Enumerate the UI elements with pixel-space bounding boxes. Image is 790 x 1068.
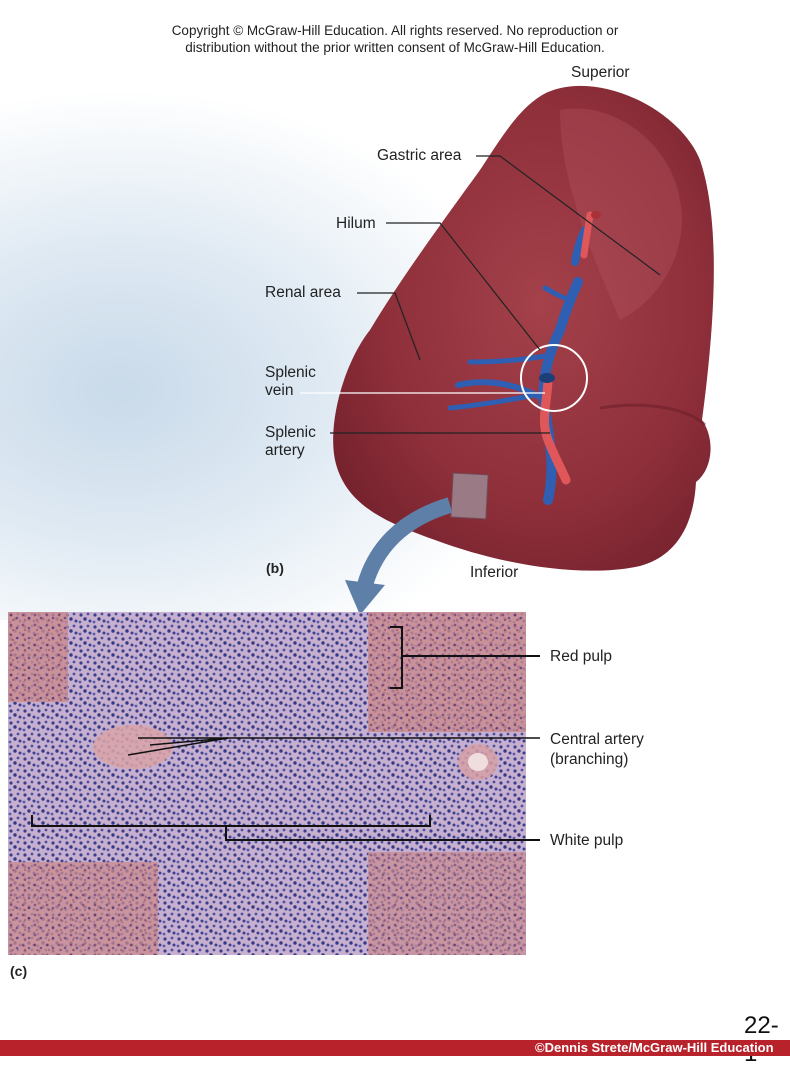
splenic-artery-label: Splenic artery bbox=[265, 424, 316, 460]
red-pulp-bracket bbox=[390, 626, 540, 689]
splenic-vein-label: Splenic vein bbox=[265, 364, 316, 400]
renal-area-label: Renal area bbox=[265, 284, 341, 301]
red-pulp-label: Red pulp bbox=[550, 648, 613, 665]
panel-c-label: (c) bbox=[10, 963, 28, 979]
copyright-notice: Copyright © McGraw-Hill Education. All r… bbox=[0, 22, 790, 56]
central-artery-line-2: (branching) bbox=[550, 751, 629, 768]
splenic-vein-line-2: vein bbox=[265, 382, 294, 399]
gastric-area-label: Gastric area bbox=[377, 147, 462, 164]
splenic-artery bbox=[539, 211, 594, 485]
arrow-head bbox=[345, 580, 385, 615]
copyright-line-1: Copyright © McGraw-Hill Education. All r… bbox=[171, 23, 619, 38]
splenic-vein-line-1: Splenic bbox=[265, 364, 316, 381]
central-artery-label: Central artery (branching) bbox=[550, 730, 644, 770]
curved-arrow bbox=[357, 497, 453, 588]
copyright-line-2: distribution without the prior written c… bbox=[185, 40, 605, 55]
spleen-leader-lines bbox=[300, 155, 661, 434]
splenic-artery-line-1: Splenic bbox=[265, 424, 316, 441]
hilum-circle bbox=[520, 344, 588, 412]
central-artery-leaders bbox=[127, 737, 540, 756]
panel-b-label: (b) bbox=[266, 560, 284, 576]
histology-micrograph bbox=[8, 612, 526, 955]
splenic-artery-line-2: artery bbox=[265, 442, 305, 459]
photo-credit: ©Dennis Strete/McGraw-Hill Education bbox=[535, 1040, 774, 1055]
superior-label: Superior bbox=[571, 64, 630, 81]
footer-bar bbox=[0, 1040, 790, 1056]
tissue-sample bbox=[450, 472, 489, 520]
inferior-label: Inferior bbox=[470, 564, 519, 581]
vessel-opening-vein bbox=[539, 373, 555, 383]
spleen-highlight bbox=[560, 108, 682, 320]
central-artery-line-1: Central artery bbox=[550, 731, 644, 748]
vessel-opening-artery bbox=[591, 211, 601, 219]
spleen-fold bbox=[599, 403, 707, 427]
white-pulp-label: White pulp bbox=[550, 832, 624, 849]
white-pulp-bracket bbox=[31, 815, 540, 841]
hilum-label: Hilum bbox=[336, 215, 376, 232]
